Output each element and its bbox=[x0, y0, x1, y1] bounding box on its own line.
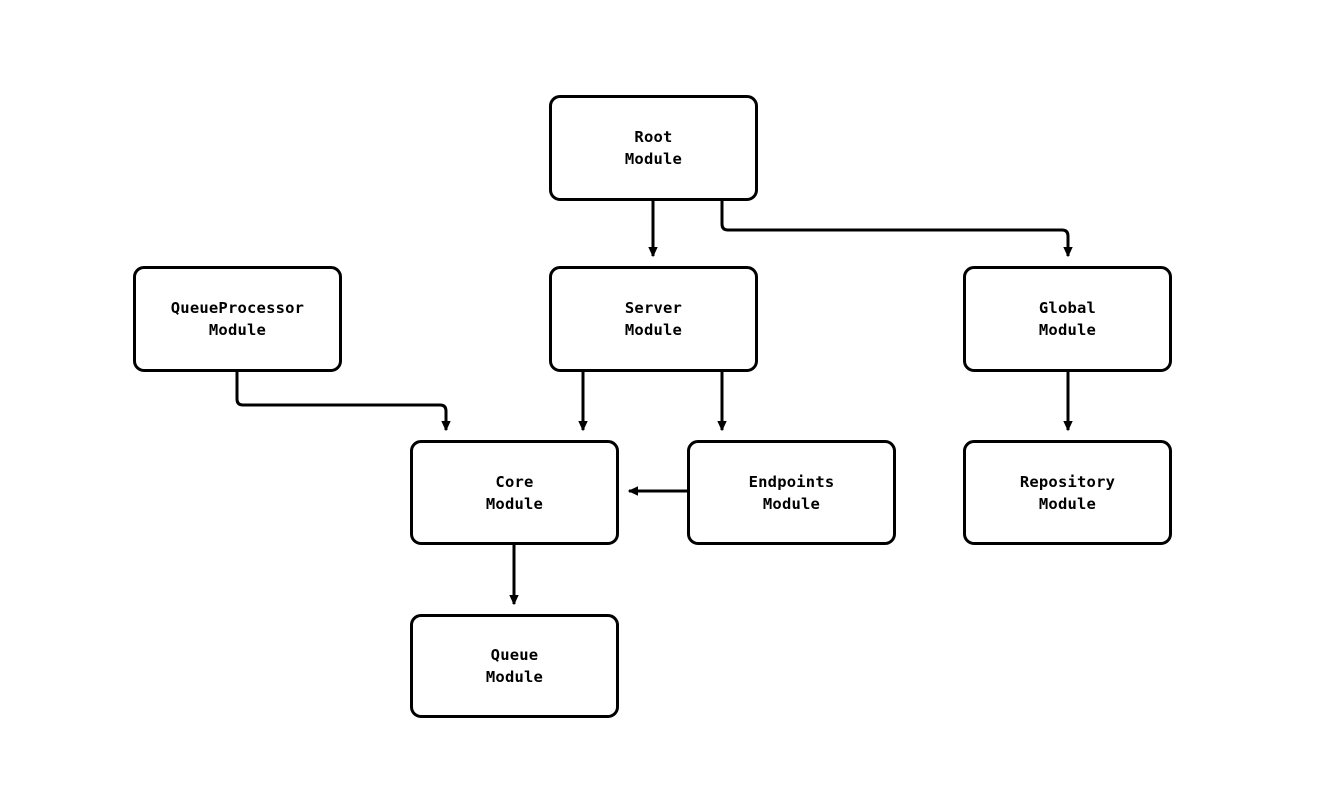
node-server[interactable]: Server Module bbox=[549, 266, 758, 372]
node-root-sublabel: Module bbox=[624, 150, 683, 168]
node-endpoints-label: Endpoints bbox=[748, 472, 835, 491]
node-endpoints[interactable]: Endpoints Module bbox=[687, 440, 896, 545]
node-server-label: Server bbox=[624, 299, 683, 317]
node-repository-label: Repository bbox=[1019, 472, 1116, 491]
node-queue[interactable]: Queue Module bbox=[410, 614, 619, 718]
node-endpoints-sublabel: Module bbox=[762, 494, 821, 513]
node-repository[interactable]: Repository Module bbox=[963, 440, 1172, 545]
node-queue-label: Queue bbox=[490, 646, 539, 664]
node-root[interactable]: Root Module bbox=[549, 95, 758, 201]
node-queueprocessor-label: QueueProcessor bbox=[170, 299, 305, 317]
node-queue-sublabel: Module bbox=[485, 668, 544, 686]
node-server-sublabel: Module bbox=[624, 321, 683, 339]
node-global-label: Global bbox=[1038, 299, 1097, 317]
node-core-label: Core bbox=[495, 472, 534, 491]
node-global[interactable]: Global Module bbox=[963, 266, 1172, 372]
node-core-sublabel: Module bbox=[485, 494, 544, 513]
node-core[interactable]: Core Module bbox=[410, 440, 619, 545]
node-queueprocessor-sublabel: Module bbox=[208, 321, 267, 339]
node-queueprocessor[interactable]: QueueProcessor Module bbox=[133, 266, 342, 372]
node-global-sublabel: Module bbox=[1038, 321, 1097, 339]
edge-queueprocessor-core bbox=[235, 372, 451, 432]
node-repository-sublabel: Module bbox=[1038, 494, 1097, 513]
node-root-label: Root bbox=[634, 128, 673, 146]
edge-root-global bbox=[720, 201, 1073, 258]
